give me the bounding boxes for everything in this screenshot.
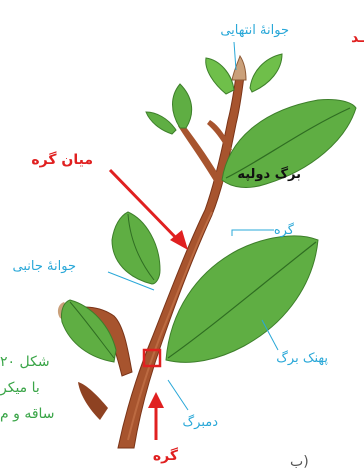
- leaf-top-right: [250, 54, 282, 92]
- leaf-upper-left: [173, 84, 192, 128]
- label-cotyledon-leaf: برگ دولپه: [237, 165, 301, 182]
- label-leaf-blade: پهنک برگ: [276, 349, 328, 366]
- label-internode: میان گره: [31, 151, 93, 168]
- arrow-node-head: [148, 392, 164, 408]
- arrows: [110, 170, 188, 440]
- leaf-lower-left: [61, 300, 116, 362]
- caption: شکل ۲۰ با میکر ساقه و م: [0, 354, 55, 422]
- label-node-top: گره: [274, 222, 295, 238]
- label-node-bottom: گره: [153, 447, 179, 464]
- caption-line-2: با میکر: [0, 380, 40, 396]
- plant-illustration: [58, 54, 356, 448]
- label-terminal-bud: جوانهٔ انتهایی: [220, 23, 289, 38]
- leaf-top-left: [206, 58, 234, 94]
- label-sub-b: ب): [290, 454, 309, 470]
- leader-node-top: [232, 230, 274, 236]
- edge-fragment: ـد: [351, 30, 364, 46]
- leader-terminal-bud: [234, 42, 236, 70]
- label-lateral-bud: جوانهٔ جانبی: [13, 259, 76, 274]
- leader-petiole: [168, 380, 188, 410]
- label-petiole: دمبرگ: [183, 413, 219, 430]
- caption-line-3: ساقه و م: [0, 406, 55, 422]
- caption-line-1: شکل ۲۰: [0, 354, 50, 370]
